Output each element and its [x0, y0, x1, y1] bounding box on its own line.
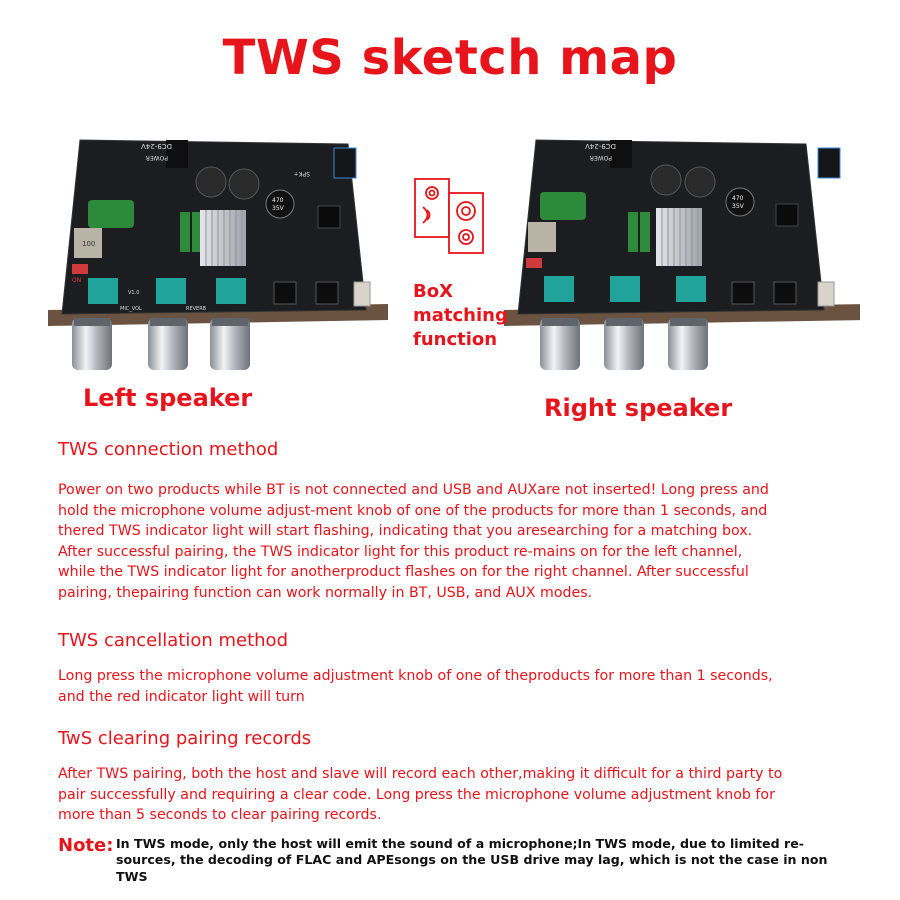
cap-label-1: 470: [272, 197, 284, 204]
on-label: ON: [72, 277, 81, 284]
right-speaker-label: Right speaker: [544, 394, 733, 422]
knob-mic-volume: [540, 318, 580, 370]
knob-reverb: [668, 318, 708, 370]
text-line: After successful pairing, the TWS indica…: [58, 543, 743, 560]
power-label: POWER: [146, 154, 168, 161]
section-body-clearing: After TWS pairing, both the host and sla…: [58, 764, 864, 826]
knob-echo: [148, 318, 188, 370]
text-line: more than 5 seconds to clear pairing rec…: [58, 807, 382, 824]
power-label: POWER: [590, 154, 612, 161]
right-speaker-board: DC9-24V POWER 470 35V: [500, 132, 864, 386]
text-line: pairing, thepairing function can work no…: [58, 584, 593, 601]
text-line: and the red indicator light will turn: [58, 688, 305, 705]
text-line: sources, the decoding of FLAC and APEson…: [116, 852, 828, 868]
dc-label: DC9-24V: [585, 142, 616, 150]
text-line: hold the microphone volume adjust-ment k…: [58, 502, 768, 519]
text-line: After TWS pairing, both the host and sla…: [58, 766, 783, 782]
section-heading-clearing: TwS clearing pairing records: [58, 728, 312, 749]
note-body: In TWS mode, only the host will emit the…: [116, 836, 876, 885]
cap-label-2: 35V: [272, 205, 285, 212]
reverb-label: REVERB: [186, 306, 207, 312]
page-title: TWS sketch map: [222, 30, 678, 86]
amplifier-board-image: DC9-24V POWER 100 470 35V SPK+ ON: [48, 139, 388, 370]
box-matching-label: BoX matching function: [413, 281, 508, 350]
note-label: Note:: [58, 835, 114, 856]
text-line: TWS: [116, 868, 148, 884]
text-line: while the TWS indicator light for anothe…: [58, 564, 749, 581]
section-heading-connection: TWS connection method: [58, 439, 279, 460]
text-line: In TWS mode, only the host will emit the…: [116, 836, 804, 851]
knob-reverb: [210, 318, 250, 370]
spk-label: SPK+: [294, 170, 310, 177]
amplifier-board-image: DC9-24V POWER 470 35V: [504, 139, 864, 370]
knob-mic-volume: [72, 318, 112, 370]
mic-vol-label: MIC_VOL: [120, 306, 142, 312]
left-speaker-board: DC9-24V POWER 100 470 35V SPK+ ON: [48, 132, 408, 386]
section-body-connection: Power on two products while BT is not co…: [58, 480, 864, 604]
text-line: thered TWS indicator light will start fl…: [58, 523, 753, 540]
version-label: V1.0: [128, 290, 139, 296]
knob-echo: [604, 318, 644, 370]
text-line: Power on two products while BT is not co…: [58, 482, 769, 498]
section-body-cancellation: Long press the microphone volume adjustm…: [58, 666, 864, 707]
text-line: pair successfully and requiring a clear …: [58, 786, 775, 803]
section-heading-cancellation: TWS cancellation method: [58, 630, 288, 651]
inductor-label: 100: [82, 240, 95, 248]
dc-label: DC9-24V: [141, 142, 172, 150]
cap-label-2: 35V: [732, 203, 745, 210]
cap-label-1: 470: [732, 195, 744, 202]
left-speaker-label: Left speaker: [83, 384, 253, 412]
speaker-box-icon: [413, 177, 485, 265]
text-line: Long press the microphone volume adjustm…: [58, 668, 773, 684]
